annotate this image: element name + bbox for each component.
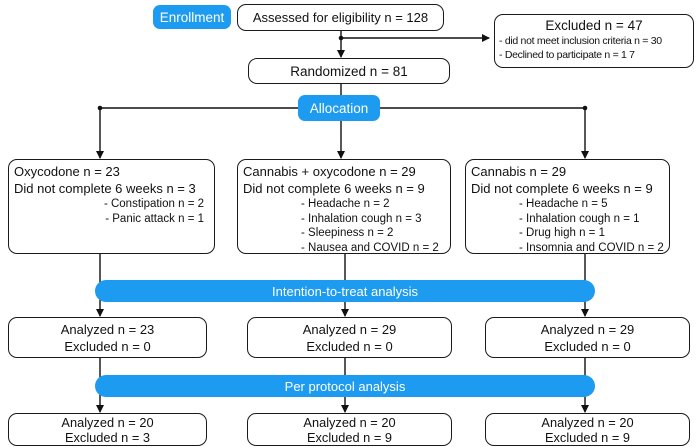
analyzed-count: Analyzed n = 20: [541, 414, 634, 430]
dropout-reason: - Inhalation cough n = 3: [301, 212, 422, 225]
excluded-count: Excluded n = 9: [306, 429, 393, 445]
excluded-count: Excluded n = 0: [544, 338, 631, 354]
analyzed-count: Analyzed n = 29: [540, 321, 635, 337]
dropout-reason: - Constipation n = 2: [103, 198, 204, 210]
dropout-reason: - Inhalation cough n = 1: [519, 212, 640, 225]
group-dropout: Did not complete 6 weeks n = 3: [14, 181, 196, 196]
group-dropout: Did not complete 6 weeks n = 9: [471, 181, 653, 196]
excluded-count: Excluded n = 3: [64, 429, 151, 445]
junction-dot: [582, 105, 588, 111]
dropout-reason: - Drug high n = 1: [519, 227, 605, 240]
itt-result-box-cannabis-oxycodone: Analyzed n = 29 Excluded n = 0: [247, 317, 452, 358]
group-title: Cannabis + oxycodone n = 29: [243, 164, 416, 179]
allocation-stage-badge: Allocation: [298, 95, 380, 121]
dropout-reason: - Panic attack n = 1: [105, 212, 204, 225]
analyzed-count: Analyzed n = 29: [302, 321, 397, 337]
enrollment-stage-badge: Enrollment: [153, 5, 231, 29]
analyzed-count: Analyzed n = 20: [61, 414, 154, 430]
group-box-oxycodone: Oxycodone n = 23 Did not complete 6 week…: [8, 159, 215, 254]
analyzed-count: Analyzed n = 20: [303, 414, 396, 430]
excluded-box: Excluded n = 47 - did not meet inclusion…: [494, 14, 694, 68]
junction-dot: [97, 105, 103, 111]
group-title: Cannabis n = 29: [471, 164, 567, 179]
dropout-reason: - Sleepiness n = 2: [301, 227, 394, 240]
per-protocol-bar: Per protocol analysis: [95, 375, 595, 397]
randomized-box: Randomized n = 81: [248, 58, 450, 84]
excluded-count: Excluded n = 9: [544, 429, 631, 445]
analyzed-count: Analyzed n = 23: [60, 321, 155, 337]
excluded-reason: - did not meet inclusion criteria n = 30: [499, 35, 662, 47]
dropout-reason: - Insomnia and COVID n = 2: [519, 241, 664, 254]
excluded-reason: - Declined to participate n = 1 7: [499, 49, 635, 61]
itt-result-box-oxycodone: Analyzed n = 23 Excluded n = 0: [8, 317, 207, 358]
pp-result-box-oxycodone: Analyzed n = 20 Excluded n = 3: [8, 413, 207, 446]
group-box-cannabis-oxycodone: Cannabis + oxycodone n = 29 Did not comp…: [237, 159, 451, 254]
excluded-count: Excluded n = 0: [64, 338, 151, 354]
group-title: Oxycodone n = 23: [14, 164, 120, 179]
group-box-cannabis: Cannabis n = 29 Did not complete 6 weeks…: [465, 159, 670, 254]
dropout-reason: - Nausea and COVID n = 2: [301, 241, 439, 254]
junction-dot: [338, 35, 344, 41]
itt-result-box-cannabis: Analyzed n = 29 Excluded n = 0: [485, 317, 690, 358]
assessed-for-eligibility-box: Assessed for eligibility n = 128: [237, 4, 444, 31]
group-dropout: Did not complete 6 weeks n = 9: [243, 181, 425, 196]
excluded-title: Excluded n = 47: [545, 18, 643, 33]
excluded-count: Excluded n = 0: [306, 338, 393, 354]
pp-result-box-cannabis: Analyzed n = 20 Excluded n = 9: [485, 413, 690, 446]
pp-result-box-cannabis-oxycodone: Analyzed n = 20 Excluded n = 9: [247, 413, 452, 446]
intention-to-treat-bar: Intention-to-treat analysis: [95, 280, 595, 302]
dropout-reason: - Headache n = 2: [301, 198, 390, 210]
dropout-reason: - Headache n = 5: [519, 198, 608, 210]
